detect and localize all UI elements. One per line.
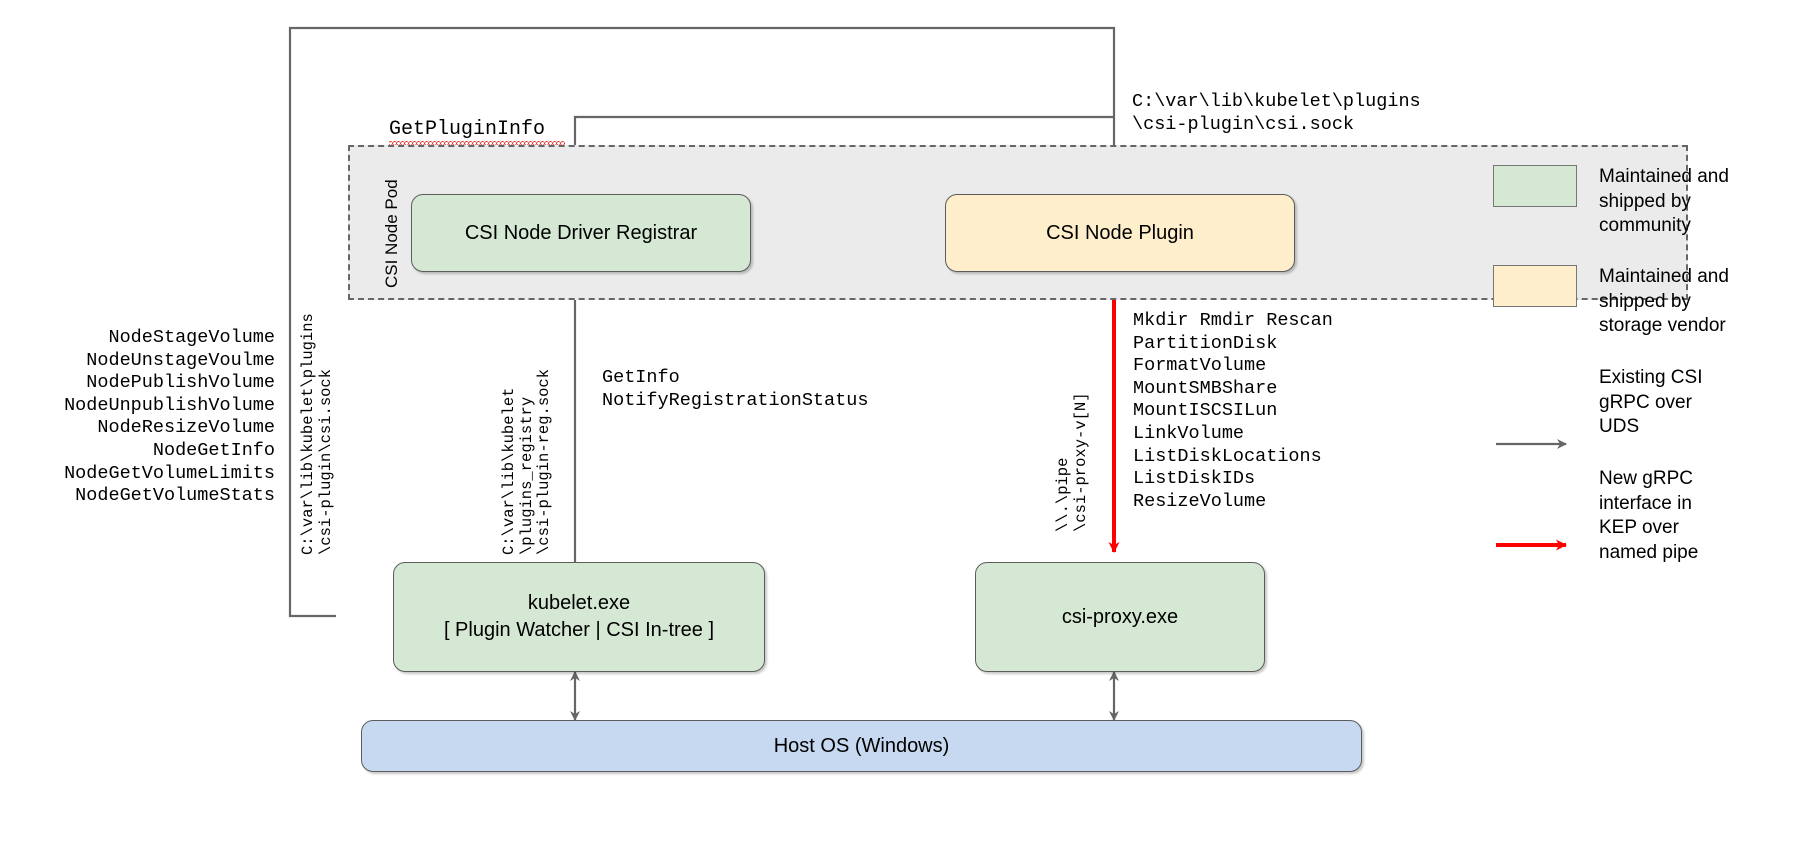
path-caption-line: \csi-proxy-v[N] (1071, 392, 1090, 532)
legend-label-community: Maintained and shipped by community (1599, 166, 1729, 236)
node-service-rpc-0: NodeStageVolume (108, 327, 275, 348)
path-caption-line: \\.\pipe (1054, 457, 1072, 532)
node-service-rpc-4: NodeResizeVolume (97, 417, 275, 439)
legend-swatch-community-green (1493, 165, 1577, 207)
label-registrar-calls: GetInfo NotifyRegistrationStatus (602, 367, 869, 411)
legend-swatch-vendor-yellow (1493, 265, 1577, 307)
csi-node-pod-label: CSI Node Pod (382, 179, 401, 288)
legend-label-new-grpc: New gRPC interface in KEP over named pip… (1599, 468, 1699, 563)
node-service-rpc-5: NodeGetInfo (152, 439, 275, 461)
csi-proxy-rpc-8: ResizeVolume (1133, 490, 1267, 512)
path-caption-line: \csi-plugin-reg.sock (535, 368, 553, 555)
csi-proxy-rpc-4: MountISCSILun (1133, 400, 1278, 422)
label-named-pipe-path: \\.\pipe\csi-proxy-v[N] (1054, 392, 1090, 532)
node-csi-node-driver-registrar[interactable]: CSI Node Driver Registrar (411, 194, 751, 272)
csi-proxy-rpc-2: FormatVolume (1133, 355, 1267, 377)
label-plugin-socket-path: C:\var\lib\kubelet\plugins \csi-plugin\c… (1132, 91, 1421, 135)
legend-item-existing-grpc: Existing CSI gRPC over UDS (1493, 366, 1702, 440)
list-node-service-rpcs: NodeStageVolume NodeUnstageVoulme NodePu… (0, 327, 275, 508)
label-get-plugin-info: GetPluginInfo (389, 118, 546, 141)
csi-proxy-rpc-3: MountSMBShare (1133, 377, 1278, 399)
legend-arrow-existing-icon (1493, 366, 1577, 408)
path-caption-line: \plugins_registry (517, 396, 536, 555)
node-csi-node-plugin-label: CSI Node Plugin (1046, 221, 1194, 244)
path-caption-line: C:\var\lib\kubelet (500, 387, 518, 555)
wire-kubelet-to-csi-node-plugin (288, 26, 1119, 618)
legend-item-community: Maintained and shipped by community (1493, 165, 1729, 239)
legend-item-storage-vendor: Maintained and shipped by storage vendor (1493, 265, 1729, 339)
csi-proxy-rpc-5: LinkVolume (1133, 422, 1245, 444)
path-caption-line: C:\var\lib\kubelet\plugins (299, 313, 317, 555)
legend-label-existing-grpc: Existing CSI gRPC over UDS (1599, 367, 1703, 437)
node-csi-proxy-exe[interactable]: csi-proxy.exe (975, 562, 1265, 672)
node-service-rpc-1: NodeUnstageVoulme (86, 349, 275, 371)
node-host-os-label: Host OS (Windows) (773, 734, 950, 757)
legend-label-storage-vendor: Maintained and shipped by storage vendor (1599, 266, 1729, 336)
node-csi-node-plugin[interactable]: CSI Node Plugin (945, 194, 1295, 272)
csi-proxy-rpc-6: ListDiskLocations (1133, 445, 1322, 467)
list-csi-proxy-rpcs: Mkdir Rmdir Rescan PartitionDisk FormatV… (1133, 310, 1333, 513)
node-kubelet-exe-label: kubelet.exe (527, 592, 631, 614)
spellcheck-squiggle (389, 140, 565, 145)
node-service-rpc-7: NodeGetVolumeStats (75, 485, 275, 507)
node-service-rpc-6: NodeGetVolumeLimits (64, 462, 275, 484)
label-registration-socket-path: C:\var\lib\kubelet\plugins_registry\csi-… (500, 368, 554, 555)
label-kubelet-plugin-socket-path: C:\var\lib\kubelet\plugins\csi-plugin\cs… (299, 313, 335, 555)
legend-item-new-grpc: New gRPC interface in KEP over named pip… (1493, 467, 1698, 565)
node-csi-proxy-exe-label: csi-proxy.exe (1061, 605, 1179, 628)
csi-proxy-rpc-1: PartitionDisk (1133, 332, 1278, 354)
legend-arrow-new-icon (1493, 467, 1577, 509)
node-kubelet-exe-sublabel: [ Plugin Watcher | CSI In-tree ] (443, 619, 715, 641)
node-host-os[interactable]: Host OS (Windows) (361, 720, 1362, 772)
node-csi-node-driver-registrar-label: CSI Node Driver Registrar (464, 221, 698, 244)
node-service-rpc-2: NodePublishVolume (86, 372, 275, 394)
csi-proxy-rpc-0: Mkdir Rmdir Rescan (1133, 310, 1333, 331)
path-caption-line: \csi-plugin\csi.sock (316, 368, 335, 555)
node-service-rpc-3: NodeUnpublishVolume (64, 394, 275, 416)
csi-proxy-rpc-7: ListDiskIDs (1133, 468, 1256, 490)
node-kubelet-exe[interactable]: kubelet.exe [ Plugin Watcher | CSI In-tr… (393, 562, 765, 672)
